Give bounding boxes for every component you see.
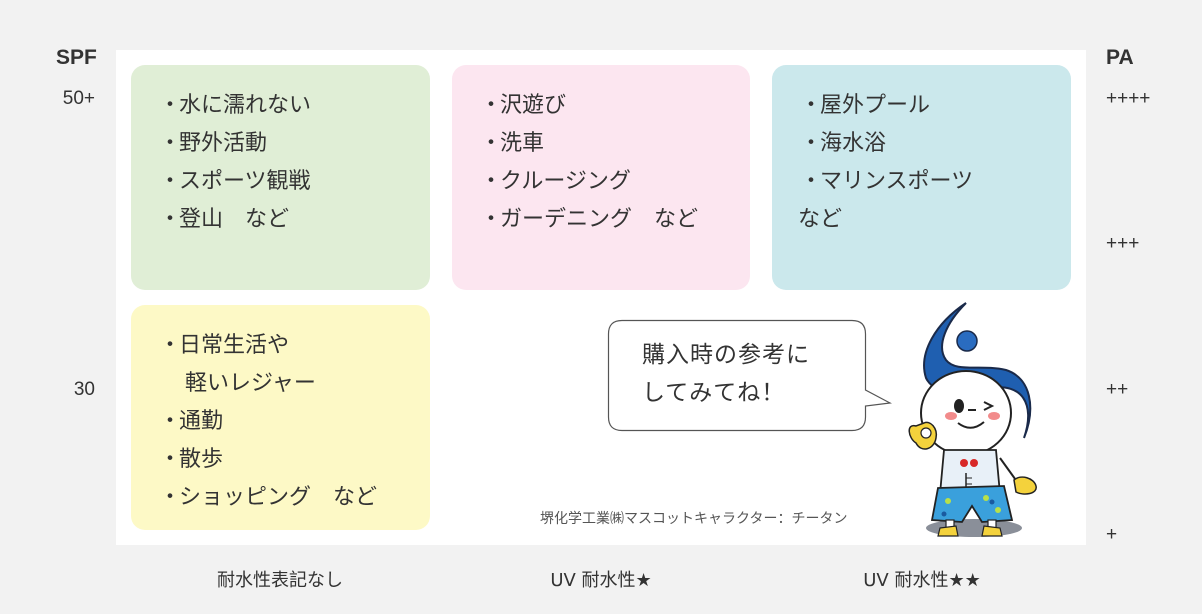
list-item: ・野外活動 bbox=[159, 125, 430, 163]
speech-bubble: 購入時の参考に してみてね！ bbox=[607, 319, 892, 432]
bullet-icon: ・ bbox=[159, 169, 182, 194]
speech-bubble-text: 購入時の参考に してみてね！ bbox=[642, 342, 810, 406]
card-uv-water-resistant-1star: ・沢遊び ・洗車 ・クルージング ・ガーデニング など bbox=[452, 65, 750, 290]
activity-list: ・日常生活や 軽いレジャー ・通勤 ・散歩 ・ショッピング など bbox=[159, 327, 430, 517]
bullet-icon: ・ bbox=[159, 207, 182, 232]
card-no-water-resistance-high-spf: ・水に濡れない ・野外活動 ・スポーツ観戦 ・登山 など bbox=[131, 65, 430, 290]
list-item-continuation: 軽いレジャー bbox=[185, 371, 316, 396]
spf-tick-30: 30 bbox=[73, 379, 95, 400]
bullet-icon: ・ bbox=[800, 93, 823, 118]
list-item: ・通勤 bbox=[159, 403, 430, 441]
bullet-icon: ・ bbox=[480, 93, 503, 118]
bullet-icon: ・ bbox=[480, 169, 503, 194]
list-item: ・日常生活や bbox=[159, 327, 430, 365]
chart-panel: ・水に濡れない ・野外活動 ・スポーツ観戦 ・登山 など ・沢遊び ・洗車 ・ク… bbox=[116, 50, 1086, 545]
list-item: ・ガーデニング など bbox=[480, 201, 750, 239]
pa-tick-4: ++++ bbox=[1106, 88, 1151, 109]
list-trailing-text: など bbox=[798, 207, 843, 232]
list-item: ・スポーツ観戦 bbox=[159, 163, 430, 201]
pa-tick-2: ++ bbox=[1106, 379, 1129, 400]
activity-list: ・水に濡れない ・野外活動 ・スポーツ観戦 ・登山 など bbox=[159, 87, 430, 239]
list-item: ・屋外プール bbox=[800, 87, 1071, 125]
list-item: ・洗車 bbox=[480, 125, 750, 163]
speech-bubble-outline-icon bbox=[607, 319, 892, 432]
bullet-icon: ・ bbox=[159, 131, 182, 156]
bullet-icon: ・ bbox=[159, 485, 182, 510]
activity-list: ・沢遊び ・洗車 ・クルージング ・ガーデニング など bbox=[480, 87, 750, 239]
column-label-no-water-resistance: 耐水性表記なし bbox=[217, 570, 343, 591]
column-label-uv-water-resistant-1star: UV 耐水性★ bbox=[550, 570, 652, 591]
bullet-icon: ・ bbox=[480, 207, 503, 232]
bullet-icon: ・ bbox=[159, 93, 182, 118]
column-label-uv-water-resistant-2star: UV 耐水性★★ bbox=[863, 570, 981, 591]
list-item: ・水に濡れない bbox=[159, 87, 430, 125]
spf-tick-50plus: 50+ bbox=[62, 88, 95, 109]
list-item: ・登山 など bbox=[159, 201, 430, 239]
list-item: ・ショッピング など bbox=[159, 479, 430, 517]
list-item: ・マリンスポーツ bbox=[800, 163, 1071, 201]
mascot-character-icon bbox=[896, 298, 1046, 543]
bullet-icon: ・ bbox=[800, 169, 823, 194]
list-item: ・クルージング bbox=[480, 163, 750, 201]
mascot-caption: 堺化学工業㈱マスコットキャラクター：チータン bbox=[540, 511, 848, 527]
activity-list: ・屋外プール ・海水浴 ・マリンスポーツ など bbox=[798, 87, 1071, 239]
bullet-icon: ・ bbox=[159, 447, 182, 472]
bullet-icon: ・ bbox=[800, 131, 823, 156]
bullet-icon: ・ bbox=[159, 409, 182, 434]
list-item: ・散歩 bbox=[159, 441, 430, 479]
bullet-icon: ・ bbox=[480, 131, 503, 156]
list-item: ・海水浴 bbox=[800, 125, 1071, 163]
list-item: ・沢遊び bbox=[480, 87, 750, 125]
card-no-water-resistance-low-spf: ・日常生活や 軽いレジャー ・通勤 ・散歩 ・ショッピング など bbox=[131, 305, 430, 530]
spf-axis-title: SPF bbox=[56, 46, 97, 69]
pa-tick-3: +++ bbox=[1106, 233, 1140, 254]
card-uv-water-resistant-2star: ・屋外プール ・海水浴 ・マリンスポーツ など bbox=[772, 65, 1071, 290]
pa-axis-title: PA bbox=[1106, 46, 1134, 69]
pa-tick-1: + bbox=[1106, 524, 1118, 545]
bullet-icon: ・ bbox=[159, 333, 182, 358]
